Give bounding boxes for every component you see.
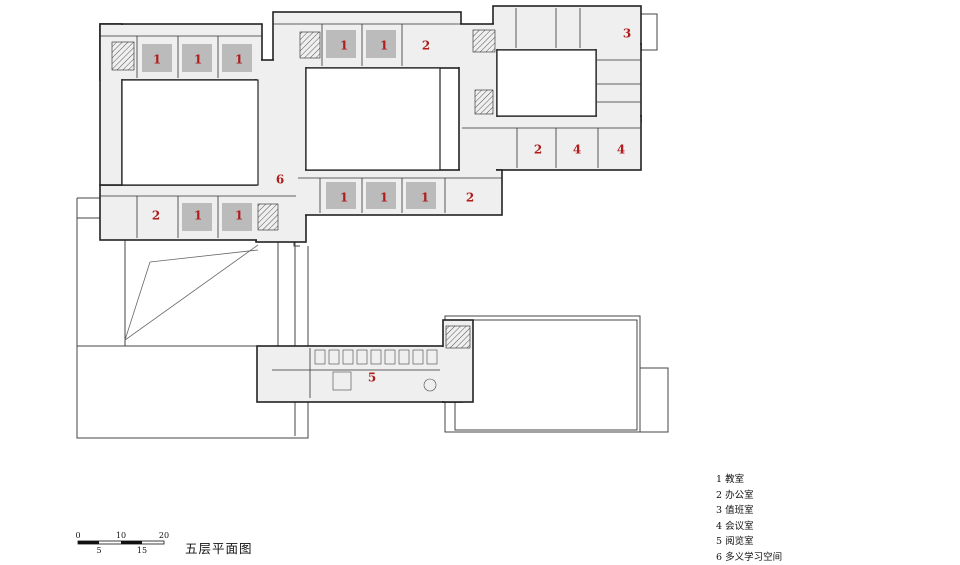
scale-label-0: 0 (75, 531, 80, 540)
legend: 1 教室 2 办公室 3 值班室 4 会议室 5 阅览室 6 多义学习空间 (716, 472, 782, 565)
room-e2-label: 4 (573, 143, 581, 157)
legend-item-office: 2 办公室 (716, 488, 782, 504)
scale-label-10: 10 (116, 531, 126, 540)
legend-item-learning-space: 6 多义学习空间 (716, 550, 782, 565)
room-e3-label: 4 (617, 143, 625, 157)
room-sw3-label: 1 (235, 209, 243, 223)
room-c6-label: 6 (276, 173, 284, 187)
room-s3-label: 1 (421, 191, 429, 205)
legend-item-duty-room: 3 值班室 (716, 503, 782, 519)
legend-item-classroom: 1 教室 (716, 472, 782, 488)
room-e1-label: 2 (534, 143, 542, 157)
room-n3-label: 2 (422, 39, 430, 53)
room-w2-label: 1 (194, 53, 202, 67)
scale-bar: 0 10 20 5 15 (75, 531, 169, 555)
scale-label-15: 15 (137, 546, 147, 555)
legend-item-meeting-room: 4 会议室 (716, 519, 782, 535)
room-r5-label: 5 (368, 371, 376, 385)
room-sw1-label: 2 (152, 209, 160, 223)
legend-item-reading-room: 5 阅览室 (716, 534, 782, 550)
room-sw2-label: 1 (194, 209, 202, 223)
room-n1-label: 1 (340, 39, 348, 53)
room-n2-label: 1 (380, 39, 388, 53)
room-s4-label: 2 (466, 191, 474, 205)
room-w1-label: 1 (153, 53, 161, 67)
room-s1-label: 1 (340, 191, 348, 205)
room-s2-label: 1 (380, 191, 388, 205)
room-w3-label: 1 (235, 53, 243, 67)
room-ne-label: 3 (623, 27, 631, 41)
scale-label-20: 20 (159, 531, 169, 540)
scale-label-5: 5 (96, 546, 101, 555)
plan-title: 五层平面图 (185, 538, 253, 557)
